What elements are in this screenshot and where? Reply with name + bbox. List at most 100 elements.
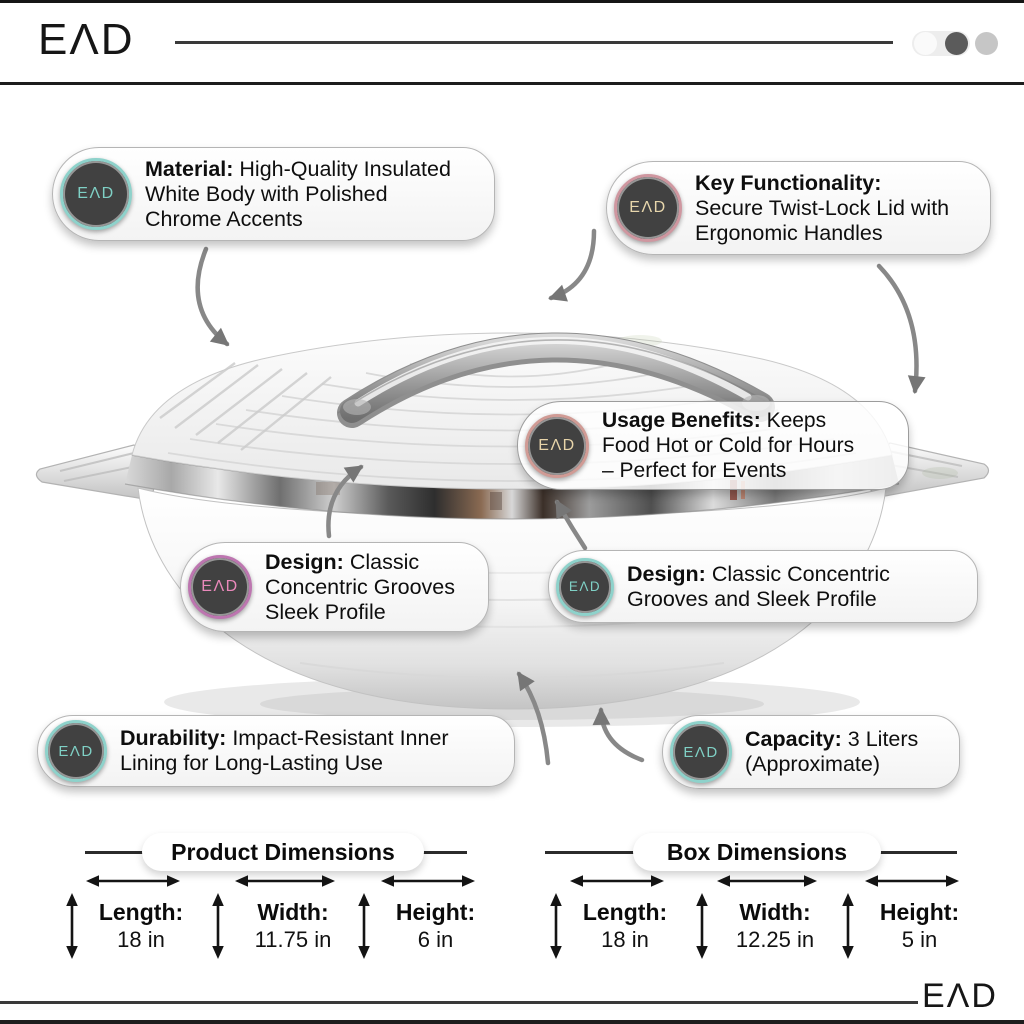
brand-badge-icon: EΛD — [614, 174, 682, 242]
callout-line: Lining for Long-Lasting Use — [120, 751, 383, 775]
vertical-arrow-icon — [358, 893, 370, 959]
brand-badge-label: EΛD — [201, 578, 239, 595]
box-dimensions-title: Box Dimensions — [633, 833, 881, 871]
dimension-label: Width: — [257, 899, 329, 925]
callout-line-text: Classic Concentric — [711, 561, 890, 586]
brand-badge-icon: EΛD — [60, 158, 132, 230]
dimension-item-product-length: Length: 18 in — [64, 873, 202, 959]
dimension-text: Length: 18 in — [80, 893, 202, 953]
callout-usage-benefits: EΛD Usage Benefits: Keeps Food Hot or Co… — [517, 401, 909, 490]
callout-line: Key Functionality: — [695, 171, 949, 196]
horizontal-arrow-icon — [86, 875, 180, 887]
callout-label: Capacity: — [745, 727, 842, 751]
callout-line: Chrome Accents — [145, 206, 303, 231]
callout-line: – Perfect for Events — [602, 459, 787, 482]
lid-ridges — [159, 362, 332, 451]
pagination-dots — [912, 31, 998, 56]
dimension-text: Height: 6 in — [372, 893, 499, 953]
dimension-text: Length: 18 in — [564, 893, 686, 953]
brand-logo: EΛD — [38, 15, 135, 64]
dot-icon — [945, 32, 968, 55]
brand-badge-label: EΛD — [629, 199, 667, 216]
arrow-design-right — [554, 499, 588, 551]
dimension-text: Width: 12.25 in — [710, 893, 840, 953]
callout-line: Secure Twist-Lock Lid with — [695, 195, 950, 220]
vertical-arrow-icon — [696, 893, 708, 959]
dimension-value: 12.25 in — [735, 927, 815, 952]
dimension-label: Height: — [879, 899, 960, 925]
callout-line: Design: Classic — [265, 550, 455, 575]
callout-text: Durability: Impact-Resistant Inner Linin… — [120, 726, 449, 776]
arrow-design-left — [326, 464, 364, 539]
arrow-durability — [516, 671, 551, 766]
vertical-arrow-icon — [550, 893, 562, 959]
dimension-item-box-height: Height: 5 in — [840, 873, 983, 959]
dot-icon — [914, 32, 937, 55]
callout-label: Usage Benefits: — [602, 409, 761, 432]
brand-badge-label: EΛD — [683, 743, 719, 761]
brand-badge-label: EΛD — [538, 436, 576, 454]
dimension-label: Length: — [582, 899, 668, 925]
brand-badge-icon: EΛD — [188, 555, 252, 619]
horizontal-arrow-icon — [717, 875, 817, 887]
dimension-value: 6 in — [417, 927, 454, 952]
arrow-capacity — [592, 707, 645, 763]
callout-text: Design: Classic Concentric Grooves Sleek… — [265, 550, 455, 625]
horizontal-arrow-icon — [570, 875, 664, 887]
product-dimensions-title: Product Dimensions — [142, 833, 424, 871]
callout-text: Usage Benefits: Keeps Food Hot or Cold f… — [602, 408, 854, 483]
callout-line: Design: Classic Concentric — [627, 562, 890, 587]
header-rule — [175, 41, 893, 44]
pointer-arrows — [195, 228, 926, 766]
dot-icon — [975, 32, 998, 55]
dimension-item-product-width: Width: 11.75 in — [210, 873, 360, 959]
vertical-arrow-icon — [212, 893, 224, 959]
brand-badge-icon: EΛD — [556, 557, 614, 616]
brand-badge-icon: EΛD — [45, 720, 107, 782]
callout-capacity: EΛD Capacity: 3 Liters (Approximate) — [662, 715, 960, 789]
section-title-text: Box Dimensions — [666, 838, 848, 865]
callout-design-right: EΛD Design: Classic Concentric Grooves a… — [548, 550, 978, 623]
brand-badge-label: EΛD — [58, 742, 94, 760]
callout-line: (Approximate) — [745, 752, 881, 776]
callout-line: Usage Benefits: Keeps — [602, 408, 854, 433]
callout-line-text: Keeps — [766, 409, 827, 432]
dimension-text: Width: 11.75 in — [226, 893, 360, 953]
brand-badge-icon: EΛD — [670, 721, 732, 783]
brand-badge-label: EΛD — [77, 185, 115, 202]
callout-line: Capacity: 3 Liters — [745, 727, 918, 752]
callout-line: Durability: Impact-Resistant Inner — [120, 726, 449, 751]
dimension-item-box-length: Length: 18 in — [548, 873, 686, 959]
brand-badge-icon: EΛD — [525, 413, 589, 478]
callout-label: Material: — [145, 156, 234, 181]
callout-line: Grooves and Sleek Profile — [627, 586, 877, 611]
callout-key-functionality: EΛD Key Functionality: Secure Twist-Lock… — [606, 161, 991, 255]
callout-label: Design: — [627, 561, 706, 586]
arrow-key-functionality — [548, 228, 597, 302]
callout-line-text: Impact-Resistant Inner — [232, 726, 449, 750]
dimension-label: Height: — [395, 899, 476, 925]
callout-line-text: 3 Liters — [847, 727, 919, 751]
dimension-item-product-height: Height: 6 in — [356, 873, 499, 959]
callout-label: Key Functionality: — [695, 170, 882, 195]
callout-design-left: EΛD Design: Classic Concentric Grooves S… — [180, 542, 489, 632]
arrow-right-handle — [876, 263, 926, 394]
dimension-value: 5 in — [901, 927, 938, 952]
dimension-text: Height: 5 in — [856, 893, 983, 953]
dimension-label: Length: — [98, 899, 184, 925]
callout-text: Key Functionality: Secure Twist-Lock Lid… — [695, 171, 949, 246]
dimension-value: 18 in — [117, 927, 165, 952]
section-title-text: Product Dimensions — [171, 838, 395, 865]
callout-line-text: Classic — [349, 549, 420, 574]
brand-logo-footer: EΛD — [922, 977, 998, 1015]
callout-line: Concentric Grooves — [265, 574, 455, 599]
vertical-arrow-icon — [66, 893, 78, 959]
callout-line: White Body with Polished — [145, 181, 388, 206]
callout-material: EΛD Material: High-Quality Insulated Whi… — [52, 147, 495, 241]
horizontal-arrow-icon — [235, 875, 335, 887]
vertical-arrow-icon — [842, 893, 854, 959]
dimension-value: 11.75 in — [254, 927, 332, 952]
callout-line: Ergonomic Handles — [695, 220, 883, 245]
dimension-label: Width: — [739, 899, 811, 925]
header-divider — [0, 82, 1024, 85]
